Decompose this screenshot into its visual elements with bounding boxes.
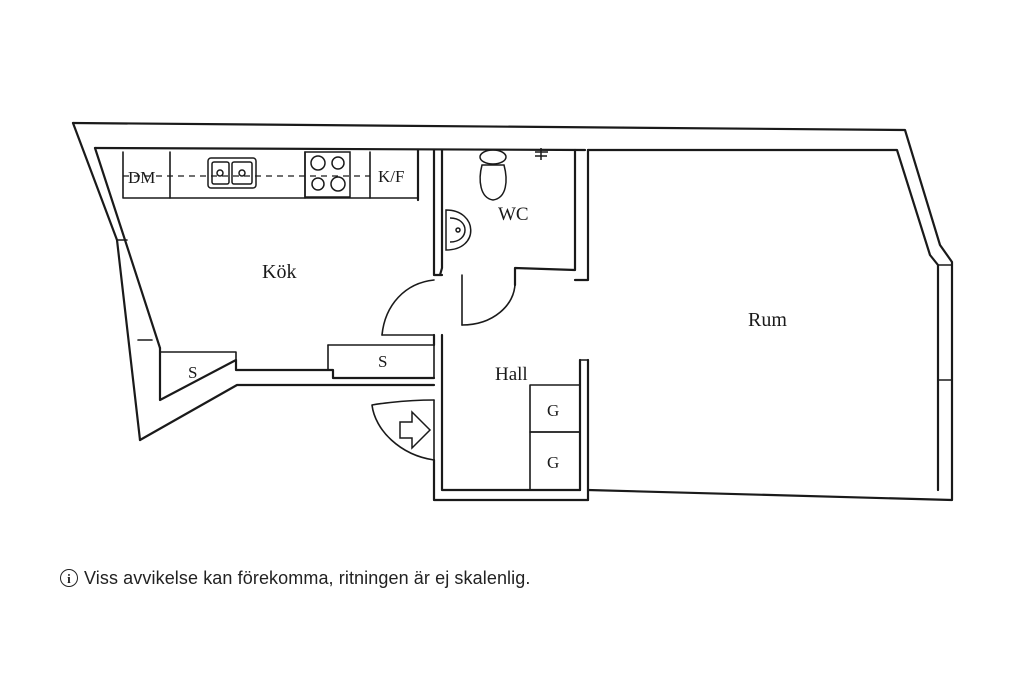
storage-label-right: S <box>378 352 387 371</box>
kitchen-bottom-wall <box>138 333 436 442</box>
entrance-door <box>371 399 435 461</box>
dishwasher-label: DM <box>128 168 155 187</box>
tap-icon <box>535 148 548 160</box>
info-icon: i <box>60 569 78 587</box>
disclaimer-text: Viss avvikelse kan förekomma, ritningen … <box>84 567 531 588</box>
kitchen-hall-door <box>381 279 435 336</box>
toilet-icon <box>479 149 507 201</box>
hall-walls <box>432 333 590 502</box>
wc-door <box>461 282 516 326</box>
wc-walls <box>461 148 590 326</box>
fridge-freezer-label: K/F <box>378 167 404 186</box>
outer-wall-left <box>71 121 162 442</box>
kitchen-counter <box>122 151 419 199</box>
wardrobes <box>529 384 581 491</box>
room-label-kitchen: Kök <box>262 261 296 283</box>
disclaimer: i Viss avvikelse kan förekomma, ritninge… <box>60 565 530 591</box>
storage-label-left: S <box>188 363 197 382</box>
outer-wall-top <box>71 121 954 502</box>
room-label-room: Rum <box>748 309 787 331</box>
entrance-arrow-icon <box>399 410 432 450</box>
room-label-hall: Hall <box>495 364 528 385</box>
stove-icon <box>304 151 351 198</box>
wash-basin-icon <box>445 209 472 251</box>
kitchen-wc-wall <box>416 148 444 277</box>
room-label-wc: WC <box>498 204 529 225</box>
sink-icon <box>207 157 257 189</box>
wardrobe-label-lower: G <box>547 453 559 472</box>
wardrobe-label-upper: G <box>547 401 559 420</box>
